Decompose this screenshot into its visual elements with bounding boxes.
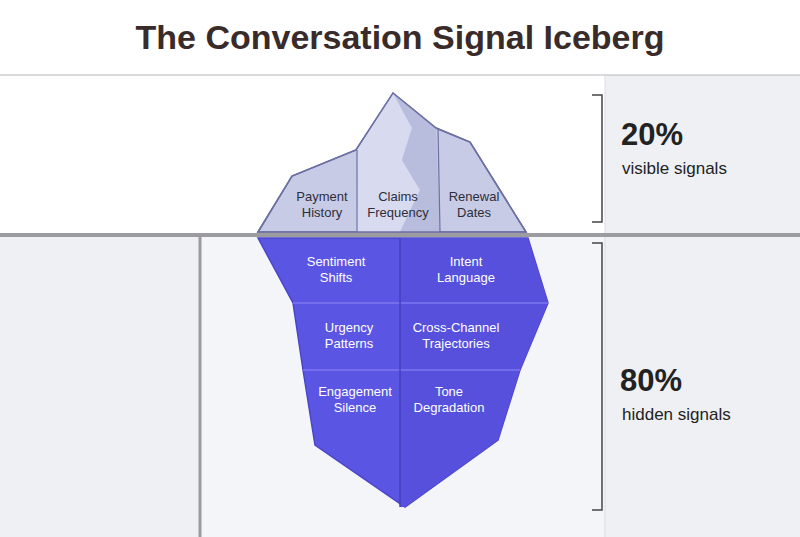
tip-facet-line (356, 150, 357, 232)
bracket (592, 243, 602, 510)
percentage-caption: visible signals (622, 159, 727, 179)
header-rule (0, 75, 800, 76)
signal-label: Claims Frequency (360, 189, 436, 221)
grid-line (399, 238, 401, 507)
signal-label: Sentiment Shifts (295, 254, 377, 286)
iceberg-tip-outline (258, 93, 526, 232)
signal-label: Intent Language (425, 254, 507, 286)
water-divider (199, 235, 202, 537)
hidden-signal-region: Tone Degradation (403, 380, 495, 420)
visible-signal-region: Renewal Dates (441, 185, 507, 225)
percentage-caption: hidden signals (622, 405, 731, 425)
visible-signal-region: Payment History (287, 185, 357, 225)
diagram-title: The Conversation Signal Iceberg (0, 18, 800, 57)
waterline (0, 233, 800, 237)
signal-label: Renewal Dates (441, 189, 507, 221)
iceberg-submerged (258, 238, 548, 507)
signal-label: Tone Degradation (403, 384, 495, 416)
visible-signal-region: Claims Frequency (360, 185, 436, 225)
grid-line (293, 302, 548, 304)
panel-divider (605, 75, 606, 537)
signal-label: Payment History (287, 189, 357, 221)
percentage-value: 20% (621, 117, 683, 153)
signal-label: Urgency Patterns (308, 320, 390, 352)
tip-facet-line (438, 128, 440, 232)
water-area (200, 235, 605, 537)
hidden-signal-region: Urgency Patterns (308, 316, 390, 356)
hidden-signal-region: Engagement Silence (309, 380, 401, 420)
signal-label: Engagement Silence (309, 384, 401, 416)
hidden-signal-region: Cross-Channel Trajectories (405, 316, 507, 356)
signal-label: Cross-Channel Trajectories (405, 320, 507, 352)
hidden-signal-region: Intent Language (425, 250, 507, 290)
left-panel (0, 235, 200, 537)
grid-line (303, 369, 520, 371)
percentage-value: 80% (620, 363, 682, 399)
iceberg-tip (258, 93, 526, 232)
submerged-shade (400, 238, 548, 507)
hidden-signal-region: Sentiment Shifts (295, 250, 377, 290)
right-panel (605, 75, 800, 537)
bracket (592, 95, 602, 222)
